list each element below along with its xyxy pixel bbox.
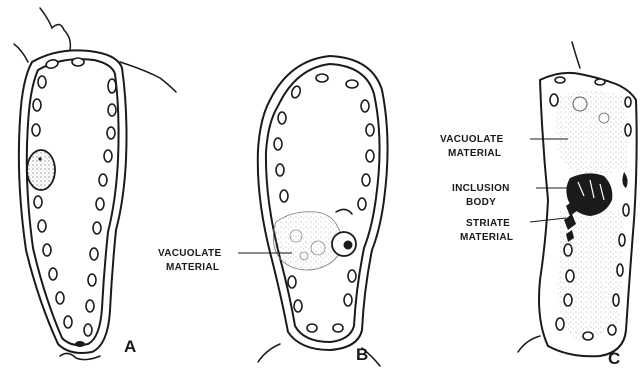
cell-c-strand-top: [572, 42, 580, 68]
cell-c-label-vacuolate-line1: VACUOLATE: [440, 134, 503, 145]
cell-b-label-line2: MATERIAL: [166, 262, 219, 273]
cell-c-label-striate-line1: STRIATE: [466, 218, 510, 229]
cell-b-label-line1: VACUOLATE: [158, 248, 221, 259]
cell-a-strand-top: [40, 8, 70, 50]
panel-letter-b: B: [356, 345, 368, 364]
cell-c-label-vacuolate-line2: MATERIAL: [448, 148, 501, 159]
cell-a-strand-topleft: [14, 44, 28, 62]
panel-letter-c: C: [608, 349, 620, 368]
cell-a-strand-right: [120, 62, 176, 92]
cell-c-strand-bottom: [518, 336, 540, 352]
cell-c-label-striate-line2: MATERIAL: [460, 232, 513, 243]
cell-a-nucleus: [27, 150, 55, 190]
cell-c-label-inclusion-line2: BODY: [466, 197, 496, 208]
cell-b: VACUOLATE MATERIAL B: [158, 56, 388, 366]
cell-a-chloroplasts: [32, 58, 116, 347]
panel-letter-a: A: [124, 337, 136, 356]
cell-b-strand-bottom-left: [258, 344, 280, 362]
cell-c-vacuolate-material: [556, 91, 628, 174]
cell-a: A: [14, 8, 176, 360]
cell-c: VACUOLATE MATERIAL INCLUSION BODY STRIAT…: [440, 42, 637, 368]
cell-a-strand-bottom: [60, 353, 100, 359]
cell-b-wall: [258, 56, 388, 350]
cell-c-label-inclusion-line1: INCLUSION: [452, 183, 510, 194]
cell-b-tuft: [336, 209, 352, 214]
